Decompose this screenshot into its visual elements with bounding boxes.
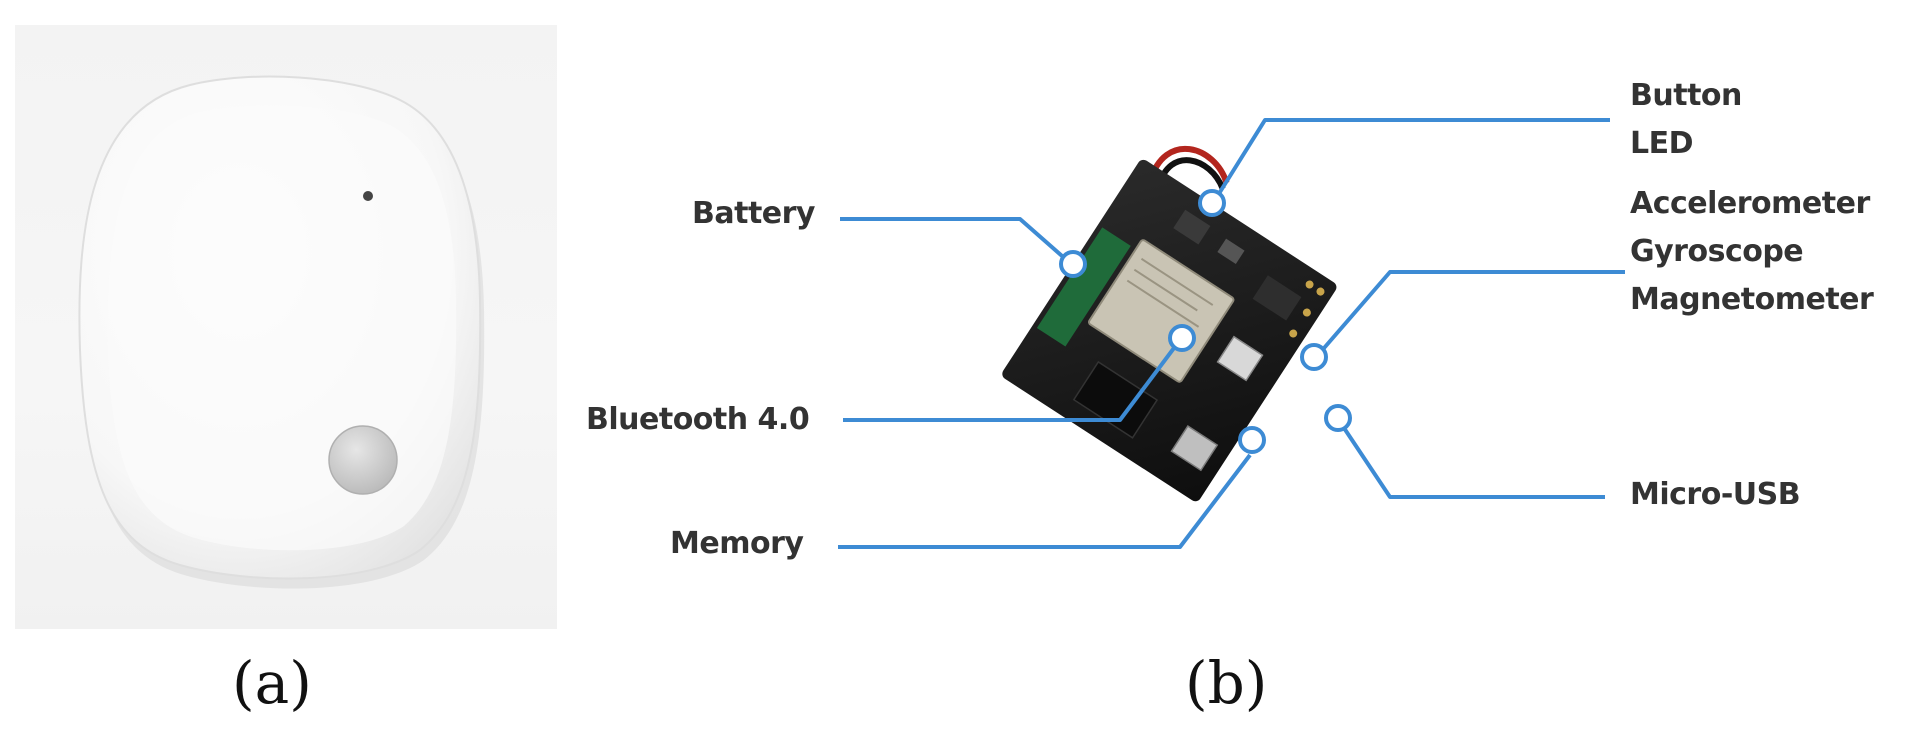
antenna-strip — [1036, 227, 1131, 347]
battery-wire — [1147, 146, 1230, 184]
button-led-leader-line — [1213, 118, 1610, 202]
callout-lines — [838, 118, 1625, 549]
pcb-component — [1173, 209, 1211, 245]
pcb-component — [1217, 238, 1245, 265]
label-button: Button — [1630, 78, 1742, 113]
battery-leader-line — [840, 217, 1072, 265]
label-memory: Memory — [670, 526, 804, 561]
pcb-board — [1002, 146, 1337, 502]
sensor-top-face — [107, 105, 457, 551]
memory-leader-line — [838, 453, 1252, 549]
micro-usb-leader-line — [1338, 420, 1605, 499]
sensor-button-icon — [328, 425, 398, 495]
label-micro-usb: Micro-USB — [1630, 477, 1801, 512]
label-bluetooth: Bluetooth 4.0 — [586, 402, 810, 437]
label-battery: Battery — [692, 196, 816, 231]
pcb-component — [1252, 275, 1302, 321]
label-gyroscope: Gyroscope — [1630, 234, 1804, 269]
label-imu: Accelerometer Gyroscope Magnetometer — [1630, 180, 1874, 324]
imu-chip — [1216, 335, 1264, 382]
callout-endpoints — [1059, 189, 1352, 454]
led-indicator-icon — [363, 191, 373, 201]
label-magnetometer: Magnetometer — [1630, 282, 1874, 317]
panel-b-label: (b) — [1185, 649, 1268, 717]
imu-leader-line — [1316, 270, 1625, 357]
usb-port — [1170, 424, 1219, 472]
bluetooth-module — [1088, 239, 1235, 383]
label-button-led: Button LED — [1630, 72, 1742, 168]
label-accelerometer: Accelerometer — [1630, 186, 1870, 221]
label-led: LED — [1630, 126, 1694, 161]
panel-a-label: (a) — [232, 649, 312, 717]
bluetooth-leader-line — [843, 338, 1182, 422]
